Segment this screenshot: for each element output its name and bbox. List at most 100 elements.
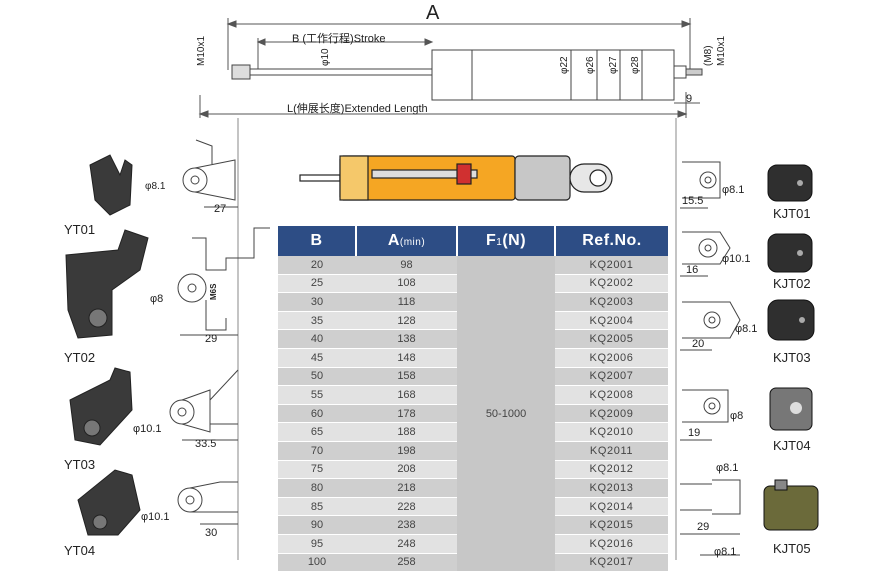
cell-a: 138 <box>356 329 457 349</box>
fitting-kjt01-dim: 15.5 <box>682 195 704 207</box>
phi28-label: φ28 <box>630 56 641 74</box>
extended-length-label: L(伸展长度)Extended Length <box>287 103 428 115</box>
header-f: F1(N) <box>457 226 556 256</box>
fitting-kjt04-phi: φ8 <box>730 410 744 422</box>
dim-9-label: 9 <box>686 93 693 105</box>
cell-ref: KQ2014 <box>555 497 668 517</box>
fitting-yt04-phi: φ10.1 <box>141 511 170 523</box>
cell-ref: KQ2011 <box>555 441 668 461</box>
cell-a: 108 <box>356 274 457 294</box>
fitting-kjt04-label: KJT04 <box>773 438 811 453</box>
fitting-yt03-phi: φ10.1 <box>133 423 162 435</box>
phi26-label: φ26 <box>585 56 596 74</box>
rod-diameter-label: φ10 <box>320 48 331 66</box>
cell-b: 85 <box>278 497 356 517</box>
thread-left-label: M10x1 <box>196 35 207 66</box>
cell-ref: KQ2001 <box>555 256 668 275</box>
thread-m8-label: (M8) <box>703 45 714 66</box>
cell-ref: KQ2013 <box>555 478 668 498</box>
diagram-canvas: A B (工作行程)Stroke L(伸展长度)Extended Length … <box>64 2 819 572</box>
fitting-yt03-label: YT03 <box>64 457 96 472</box>
fitting-kjt01-label: KJT01 <box>773 206 811 221</box>
fitting-yt03-dim: 33.5 <box>195 438 217 450</box>
cell-ref: KQ2017 <box>555 553 668 572</box>
cell-a: 178 <box>356 404 457 424</box>
phi22-label: φ22 <box>559 56 570 74</box>
cell-a: 208 <box>356 460 457 480</box>
cell-ref: KQ2005 <box>555 329 668 349</box>
cell-ref: KQ2002 <box>555 274 668 294</box>
cell-b: 80 <box>278 478 356 498</box>
fitting-yt01-label: YT01 <box>64 222 96 237</box>
cell-b: 95 <box>278 534 356 554</box>
fitting-kjt02-phi: φ10.1 <box>722 253 751 265</box>
cell-b: 25 <box>278 274 356 294</box>
cell-b: 40 <box>278 329 356 349</box>
cell-ref: KQ2010 <box>555 422 668 442</box>
fitting-kjt01-phi: φ8.1 <box>722 184 745 196</box>
fitting-yt02-mark: M6S <box>209 283 218 300</box>
fitting-yt02-label: YT02 <box>64 350 96 365</box>
cell-a: 128 <box>356 311 457 331</box>
cell-b: 100 <box>278 553 356 572</box>
cell-a: 238 <box>356 515 457 535</box>
fitting-kjt05-dim: 29 <box>697 521 710 533</box>
fitting-kjt03-dim: 20 <box>692 338 705 350</box>
header-a: A(min) <box>356 226 458 256</box>
cell-ref: KQ2004 <box>555 311 668 331</box>
cell-ref: KQ2007 <box>555 367 668 387</box>
technical-drawing <box>65 18 819 560</box>
fitting-kjt02-dim: 16 <box>686 264 699 276</box>
cell-b: 55 <box>278 385 356 405</box>
cell-b: 50 <box>278 367 356 387</box>
cell-a: 98 <box>356 256 457 275</box>
cell-force: 50-1000 <box>457 256 555 572</box>
cell-ref: KQ2003 <box>555 292 668 312</box>
thread-right-label: M10x1 <box>716 35 727 66</box>
fitting-yt02-dim: 29 <box>205 333 218 345</box>
cell-ref: KQ2008 <box>555 385 668 405</box>
fitting-kjt03-label: KJT03 <box>773 350 811 365</box>
cell-a: 118 <box>356 292 457 312</box>
fitting-yt01-phi: φ8.1 <box>145 181 166 192</box>
cell-a: 228 <box>356 497 457 517</box>
fitting-kjt04-dim: 19 <box>688 427 701 439</box>
table-header-row: B A(min) F1(N) Ref.No. <box>278 226 668 256</box>
cell-b: 20 <box>278 256 356 275</box>
cell-a: 188 <box>356 422 457 442</box>
fitting-kjt03-phi: φ8.1 <box>735 323 758 335</box>
header-ref: Ref.No. <box>555 226 668 256</box>
cell-ref: KQ2009 <box>555 404 668 424</box>
cell-b: 30 <box>278 292 356 312</box>
cell-a: 168 <box>356 385 457 405</box>
fitting-kjt05-label: KJT05 <box>773 541 811 556</box>
dim-a-label: A <box>426 2 440 24</box>
cell-a: 148 <box>356 348 457 368</box>
fitting-yt04-dim: 30 <box>205 527 218 539</box>
stroke-label: B (工作行程)Stroke <box>292 33 386 45</box>
cell-b: 60 <box>278 404 356 424</box>
cell-ref: KQ2006 <box>555 348 668 368</box>
cell-a: 198 <box>356 441 457 461</box>
fitting-kjt05-phi: φ8.1 <box>716 462 739 474</box>
cell-a: 258 <box>356 553 457 572</box>
cell-b: 75 <box>278 460 356 480</box>
cell-a: 218 <box>356 478 457 498</box>
cell-a: 248 <box>356 534 457 554</box>
cell-ref: KQ2016 <box>555 534 668 554</box>
